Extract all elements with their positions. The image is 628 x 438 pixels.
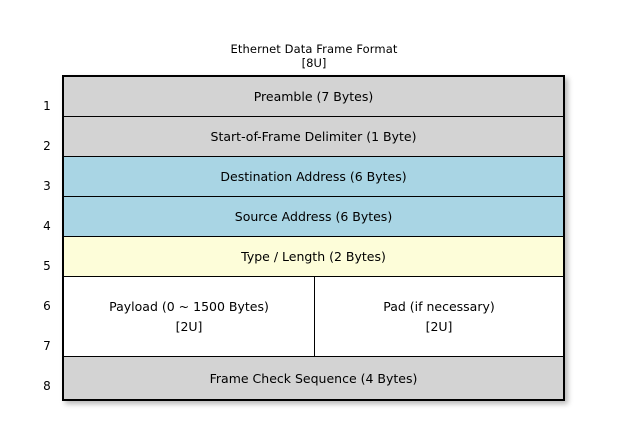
frame-field-pad: Pad (if necessary) [2U]	[315, 277, 563, 356]
row-number-2: 2	[43, 139, 51, 153]
frame-field-fcs: Frame Check Sequence (4 Bytes)	[64, 357, 563, 399]
ethernet-frame-table: Preamble (7 Bytes) Start-of-Frame Delimi…	[62, 75, 565, 401]
frame-field-payload-sublabel: [2U]	[175, 318, 203, 334]
frame-field-destination-address-label: Destination Address (6 Bytes)	[220, 169, 407, 184]
frame-field-pad-label: Pad (if necessary)	[383, 299, 495, 315]
frame-field-type-length: Type / Length (2 Bytes)	[64, 237, 563, 277]
diagram-title-block: Ethernet Data Frame Format [8U]	[0, 42, 628, 71]
frame-field-payload-label: Payload (0 ~ 1500 Bytes)	[109, 299, 269, 315]
frame-field-sfd: Start-of-Frame Delimiter (1 Byte)	[64, 117, 563, 157]
row-number-4: 4	[43, 219, 51, 233]
diagram-title-subtitle: [8U]	[301, 56, 327, 71]
row-number-3: 3	[43, 179, 51, 193]
frame-field-destination-address: Destination Address (6 Bytes)	[64, 157, 563, 197]
frame-field-payload: Payload (0 ~ 1500 Bytes) [2U]	[64, 277, 315, 356]
frame-field-fcs-label: Frame Check Sequence (4 Bytes)	[209, 370, 418, 386]
diagram-title: Ethernet Data Frame Format	[230, 42, 398, 56]
frame-field-pad-sublabel: [2U]	[425, 318, 453, 334]
frame-field-type-length-label: Type / Length (2 Bytes)	[241, 249, 386, 264]
frame-field-preamble-label: Preamble (7 Bytes)	[253, 89, 374, 104]
row-number-7: 7	[43, 339, 51, 353]
row-number-gutter: 1 2 3 4 5 6 7 8	[36, 75, 58, 401]
row-number-6: 6	[43, 299, 51, 313]
row-number-5: 5	[43, 259, 51, 273]
row-number-1: 1	[43, 99, 51, 113]
frame-field-preamble: Preamble (7 Bytes)	[64, 77, 563, 117]
frame-field-payload-pad-row: Payload (0 ~ 1500 Bytes) [2U] Pad (if ne…	[64, 277, 563, 357]
frame-field-sfd-label: Start-of-Frame Delimiter (1 Byte)	[210, 129, 417, 144]
frame-field-source-address-label: Source Address (6 Bytes)	[234, 209, 393, 224]
row-number-8: 8	[43, 379, 51, 393]
frame-field-source-address: Source Address (6 Bytes)	[64, 197, 563, 237]
